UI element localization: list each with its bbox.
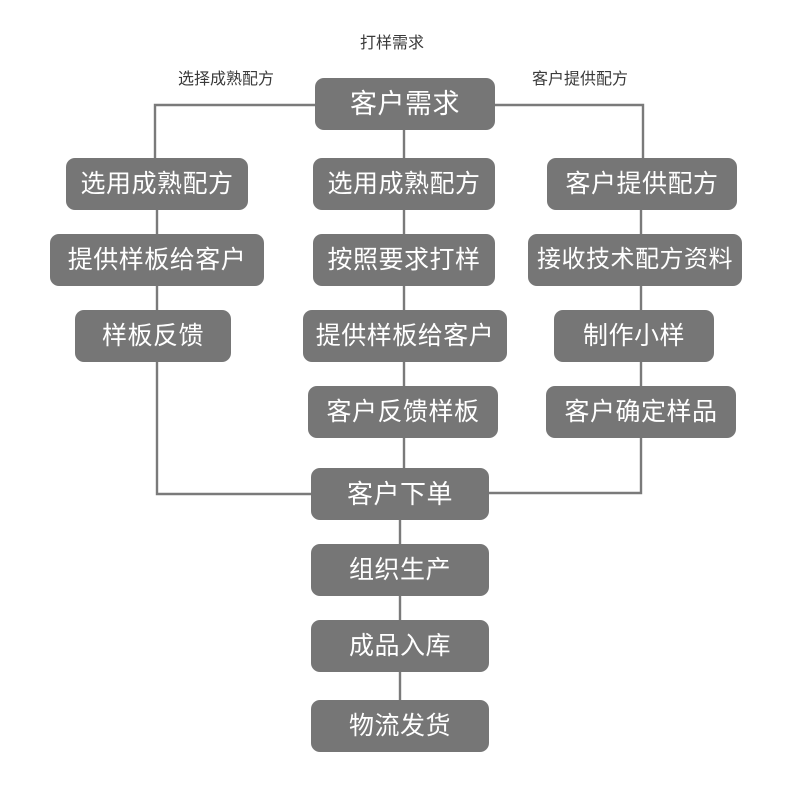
branch-label-right: 客户提供配方	[532, 71, 629, 88]
node-left-sample-feedback[interactable]: 样板反馈	[75, 310, 231, 362]
node-label: 选用成熟配方	[327, 169, 481, 198]
node-place-order[interactable]: 客户下单	[311, 468, 489, 520]
node-mid-provide-sample[interactable]: 提供样板给客户	[303, 310, 507, 362]
edge-left-3-order	[155, 362, 311, 496]
node-mid-select-formula[interactable]: 选用成熟配方	[313, 158, 495, 210]
node-label: 客户提供配方	[565, 169, 719, 198]
node-label: 成品入库	[348, 631, 451, 660]
node-right-confirm-sample[interactable]: 客户确定样品	[546, 386, 736, 438]
node-right-make-swatch[interactable]: 制作小样	[554, 310, 714, 362]
node-label: 制作小样	[582, 321, 685, 350]
node-left-select-formula[interactable]: 选用成熟配方	[66, 158, 248, 210]
branch-label-left: 选择成熟配方	[178, 71, 275, 88]
node-right-customer-formula[interactable]: 客户提供配方	[547, 158, 737, 210]
node-label: 按照要求打样	[327, 245, 481, 274]
node-finished-goods[interactable]: 成品入库	[311, 620, 489, 672]
node-label: 样板反馈	[101, 321, 204, 350]
node-label: 客户确定样品	[564, 397, 718, 426]
node-left-provide-sample[interactable]: 提供样板给客户	[50, 234, 264, 286]
node-label: 提供样板给客户	[315, 321, 495, 350]
node-label: 物流发货	[348, 711, 451, 740]
node-label: 组织生产	[348, 555, 451, 584]
node-label: 选用成熟配方	[80, 169, 234, 198]
node-customer-requirement[interactable]: 客户需求	[315, 78, 495, 130]
node-label: 提供样板给客户	[67, 245, 247, 274]
node-label: 接收技术配方资料	[537, 246, 733, 273]
node-logistics-shipping[interactable]: 物流发货	[311, 700, 489, 752]
node-label: 客户需求	[350, 88, 460, 119]
node-label: 客户下单	[346, 479, 453, 509]
node-label: 客户反馈样板	[326, 397, 480, 426]
node-organize-production[interactable]: 组织生产	[311, 544, 489, 596]
node-mid-make-sample[interactable]: 按照要求打样	[313, 234, 495, 286]
node-mid-sample-feedback[interactable]: 客户反馈样板	[308, 386, 498, 438]
edge-right-4-order	[489, 438, 643, 495]
diagram-title-label: 打样需求	[360, 35, 425, 52]
node-right-receive-tech[interactable]: 接收技术配方资料	[528, 234, 742, 286]
